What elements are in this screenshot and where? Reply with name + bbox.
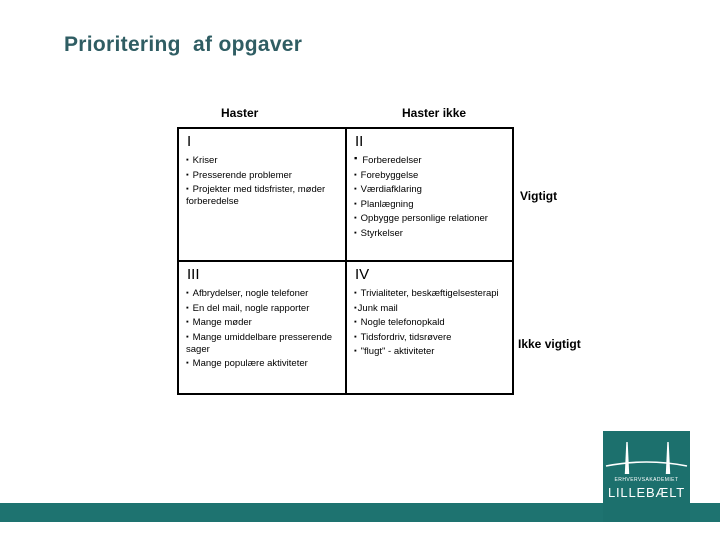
bullet-item: Junk mail [354, 303, 509, 315]
bullet-item: Presserende problemer [186, 170, 342, 182]
bullet-item: Kriser [186, 155, 342, 167]
bullet-item: Mange møder [186, 317, 342, 329]
bullet-item: Afbrydelser, nogle telefoner [186, 288, 342, 300]
slide-title: Prioritering af opgaver [64, 33, 303, 56]
bullet-item: En del mail, nogle rapporter [186, 303, 342, 315]
quadrant-4: IV Trivialiteter, beskæftigelsesterapi J… [345, 260, 512, 393]
bullet-item: Nogle telefonopkald [354, 317, 509, 329]
bullet-item: Styrkelser [354, 228, 509, 240]
quadrant-1: I Kriser Presserende problemer Projekter… [179, 129, 345, 260]
logo-org-name: ERHVERVSAKADEMIET [614, 477, 679, 483]
column-header-haster: Haster [221, 106, 259, 120]
footer-band [0, 503, 720, 522]
bullet-item: Planlægning [354, 199, 509, 211]
quadrant-4-label: IV [355, 266, 370, 283]
quadrant-1-label: I [187, 133, 192, 150]
bullet-item: Mange populære aktiviteter [186, 358, 342, 370]
bullet-item: Opbygge personlige relationer [354, 213, 509, 225]
bullet-item: Forebyggelse [354, 170, 509, 182]
row-label-ikke-vigtigt: Ikke vigtigt [518, 337, 581, 351]
bridge-icon [605, 442, 688, 474]
row-label-vigtigt: Vigtigt [520, 189, 558, 203]
bullet-item: Projekter med tidsfrister, møder forbere… [186, 184, 342, 208]
quadrant-2-label: II [355, 133, 364, 150]
bullet-item: Trivialiteter, beskæftigelsesterapi [354, 288, 509, 300]
priority-matrix: I Kriser Presserende problemer Projekter… [177, 127, 514, 395]
quadrant-3-label: III [187, 266, 200, 283]
bullet-item: Værdiafklaring [354, 184, 509, 196]
bullet-item: Forberedelser [354, 155, 509, 167]
school-logo: ERHVERVSAKADEMIET LILLEBÆLT [603, 431, 690, 522]
column-header-haster-ikke: Haster ikke [402, 106, 467, 120]
quadrant-3: III Afbrydelser, nogle telefoner En del … [179, 260, 345, 393]
bullet-item: Mange umiddelbare presserende sager [186, 332, 342, 356]
bullet-item: "flugt" - aktiviteter [354, 346, 509, 358]
bullet-item: Tidsfordriv, tidsrøvere [354, 332, 509, 344]
logo-org-name-large: LILLEBÆLT [607, 485, 686, 500]
quadrant-2: II Forberedelser Forebyggelse Værdiafkla… [345, 129, 512, 260]
